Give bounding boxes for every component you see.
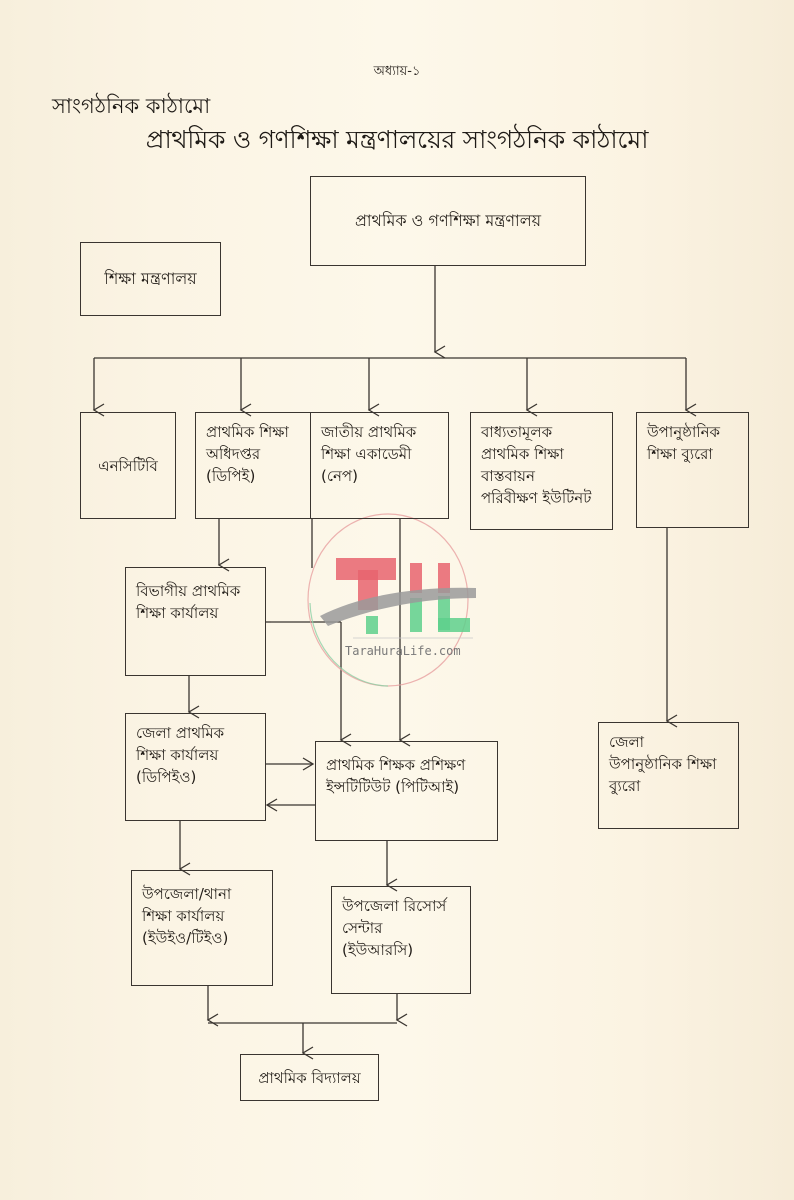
node-label-line: শিক্ষা কার্যালয়: [136, 746, 219, 764]
node-urc: উপজেলা রিসোর্স সেন্টার (ইউআরসি): [331, 886, 471, 994]
node-district-non-formal-education-bureau: জেলা উপানুষ্ঠানিক শিক্ষা ব্যুরো: [598, 722, 739, 829]
node-label-line: সেন্টার: [342, 919, 383, 937]
node-label-line: জেলা: [609, 733, 645, 751]
section-heading: সাংগঠনিক কাঠামো: [52, 94, 211, 118]
node-label-line: বাধ্যতামূলক: [481, 423, 553, 441]
node-compulsory-primary-education-unit: বাধ্যতামূলক প্রাথমিক শিক্ষা বাস্তবায়ন প…: [470, 412, 613, 530]
node-label-line: (ডিপিই): [206, 467, 256, 485]
node-upazila-education-office: উপজেলা/থানা শিক্ষা কার্যালয় (ইউইও/টিইও): [131, 870, 273, 986]
node-ministry-primary-mass-education: প্রাথমিক ও গণশিক্ষা মন্ত্রণালয়: [310, 176, 586, 266]
node-label-line: জাতীয় প্রাথমিক: [321, 423, 417, 441]
node-label-line: উপজেলা/থানা: [142, 885, 232, 903]
watermark-letters-icon: [320, 558, 476, 634]
node-label-line: ব্যুরো: [609, 777, 641, 795]
node-label-line: জেলা প্রাথমিক: [136, 724, 225, 742]
node-label-line: বাস্তবায়ন: [481, 467, 535, 485]
node-label-line: শিক্ষা কার্যালয়: [142, 907, 225, 925]
node-label: এনসিটিবি: [98, 456, 158, 475]
node-nctb: এনসিটিবি: [80, 412, 176, 519]
node-nape: জাতীয় প্রাথমিক শিক্ষা একাডেমী (নেপ): [310, 412, 449, 519]
node-label-line: পরিবীক্ষণ ইউটিনট: [481, 489, 592, 507]
diagram-title: প্রাথমিক ও গণশিক্ষা মন্ত্রণালয়ের সাংগঠন…: [145, 125, 649, 154]
node-label-line: শিক্ষা কার্যালয়: [136, 604, 219, 622]
node-label-line: উপজেলা রিসোর্স: [342, 897, 447, 915]
node-label: শিক্ষা মন্ত্রণালয়: [104, 269, 197, 288]
node-divisional-primary-education-office: বিভাগীয় প্রাথমিক শিক্ষা কার্যালয়: [125, 567, 266, 676]
node-label: প্রাথমিক ও গণশিক্ষা মন্ত্রণালয়: [354, 211, 542, 230]
node-label-line: বিভাগীয় প্রাথমিক: [136, 582, 241, 600]
node-label-line: অধিদপ্তর: [206, 445, 261, 463]
node-dpe: প্রাথমিক শিক্ষা অধিদপ্তর (ডিপিই): [195, 412, 311, 519]
node-non-formal-education-bureau: উপানুষ্ঠানিক শিক্ষা ব্যুরো: [636, 412, 749, 528]
node-primary-school: প্রাথমিক বিদ্যালয়: [240, 1054, 379, 1101]
node-label-line: (ডিপিইও): [136, 768, 197, 786]
node-label-line: উপানুষ্ঠানিক: [647, 423, 721, 441]
watermark-logo: TaraHuraLife.com: [307, 513, 476, 687]
node-label-line: শিক্ষা একাডেমী: [321, 445, 412, 463]
node-label-line: প্রাথমিক শিক্ষা: [206, 423, 289, 441]
node-label-line: উপানুষ্ঠানিক শিক্ষা: [609, 755, 717, 773]
node-ministry-education: শিক্ষা মন্ত্রণালয়: [80, 242, 221, 316]
node-pti: প্রাথমিক শিক্ষক প্রশিক্ষণ ইন্সটিটিউট (পি…: [315, 741, 498, 841]
node-label-line: প্রাথমিক শিক্ষক প্রশিক্ষণ: [326, 756, 466, 774]
node-label-line: (নেপ): [321, 467, 358, 485]
node-label-line: প্রাথমিক শিক্ষা: [481, 445, 564, 463]
node-label-line: (ইউইও/টিইও): [142, 929, 229, 947]
node-label-line: ইন্সটিটিউট (পিটিআই): [326, 778, 460, 796]
watermark-text: TaraHuraLife.com: [345, 644, 461, 658]
chapter-label: অধ্যায়-১: [373, 64, 421, 79]
node-label-line: (ইউআরসি): [342, 941, 414, 959]
node-district-primary-education-office: জেলা প্রাথমিক শিক্ষা কার্যালয় (ডিপিইও): [125, 713, 266, 821]
node-label: প্রাথমিক বিদ্যালয়: [258, 1068, 361, 1087]
node-label-line: শিক্ষা ব্যুরো: [647, 445, 713, 463]
